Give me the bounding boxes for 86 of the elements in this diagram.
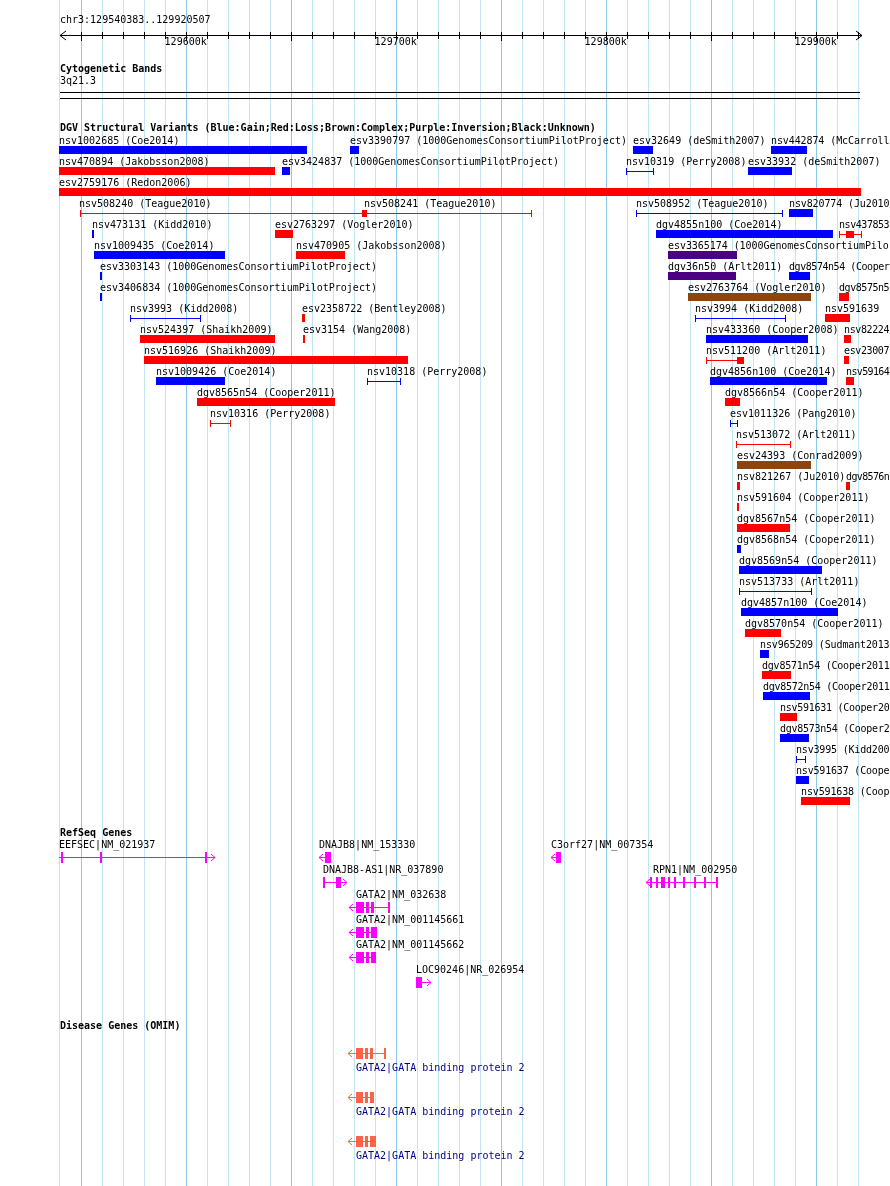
variant-label: nsv470894 (Jakobsson2008) bbox=[59, 156, 210, 167]
variant-label: dgv8567n54 (Cooper2011) bbox=[737, 513, 876, 524]
variant-label: dgv4857n100 (Coe2014) bbox=[741, 597, 868, 608]
variant-label: nsv437853 bbox=[839, 219, 890, 230]
variant-label: nsv82224 bbox=[844, 324, 890, 335]
disease-gene-label: GATA2|GATA binding protein 2 bbox=[356, 1062, 525, 1073]
tick-label: 129600k bbox=[164, 36, 207, 47]
disease-gene-label: GATA2|GATA binding protein 2 bbox=[356, 1150, 525, 1161]
variant-label: nsv442874 (McCarroll bbox=[771, 135, 890, 146]
variant-label: nsv10316 (Perry2008) bbox=[210, 408, 331, 419]
variant-label: nsv820774 (Ju2010 bbox=[789, 198, 890, 209]
variant-label: nsv10318 (Perry2008) bbox=[367, 366, 488, 377]
variant-label: dgv8569n54 (Cooper2011) bbox=[739, 555, 878, 566]
variant-label: esv2763764 (Vogler2010) bbox=[688, 282, 827, 293]
variant-label: nsv524397 (Shaikh2009) bbox=[140, 324, 273, 335]
variant-label: nsv3995 (Kidd200 bbox=[796, 744, 890, 755]
variant-label: nsv473131 (Kidd2010) bbox=[92, 219, 213, 230]
variant-label: nsv513072 (Arlt2011) bbox=[736, 429, 857, 440]
variant-label: dgv8565n54 (Cooper2011) bbox=[197, 387, 336, 398]
track-heading: Disease Genes (OMIM) bbox=[60, 1020, 181, 1031]
variant-label: nsv821267 (Ju2010) bbox=[737, 471, 846, 482]
variant-label: esv3424837 (1000GenomesConsortiumPilotProject) bbox=[282, 156, 559, 167]
variant-label: esv2358722 (Bentley2008) bbox=[302, 303, 447, 314]
variant-label: nsv591631 (Cooper20 bbox=[780, 702, 890, 713]
variant-label: esv3365174 (1000GenomesConsortiumPilo bbox=[668, 240, 889, 251]
gene-label: GATA2|NM_001145661 bbox=[356, 914, 465, 925]
gene-label: DNAJB8-AS1|NR_037890 bbox=[323, 864, 444, 875]
variant-label: nsv591604 (Cooper2011) bbox=[737, 492, 870, 503]
track-heading: DGV Structural Variants (Blue:Gain;Red:Loss;Brown:Complex;Purple:Inversion;Black:Unknown) bbox=[60, 122, 596, 133]
variant-label: dgv8566n54 (Cooper2011) bbox=[725, 387, 864, 398]
tick-label: 129900k bbox=[794, 36, 837, 47]
variant-label: esv3303143 (1000GenomesConsortiumPilotProject) bbox=[100, 261, 377, 272]
variant-label: esv2759176 (Redon2006) bbox=[59, 177, 192, 188]
variant-label: dgv4855n100 (Coe2014) bbox=[656, 219, 783, 230]
variant-label: nsv3993 (Kidd2008) bbox=[130, 303, 239, 314]
variant-label: esv32649 (deSmith2007) bbox=[633, 135, 766, 146]
band-label: 3q21.3 bbox=[60, 75, 97, 86]
variant-label: nsv1009426 (Coe2014) bbox=[156, 366, 277, 377]
tick-label: 129700k bbox=[374, 36, 417, 47]
gene-label: DNAJB8|NM_153330 bbox=[319, 839, 416, 850]
variant-label: nsv516926 (Shaikh2009) bbox=[144, 345, 277, 356]
variant-label: nsv3994 (Kidd2008) bbox=[695, 303, 804, 314]
gene-label: LOC90246|NR_026954 bbox=[416, 964, 525, 975]
track-heading: RefSeq Genes bbox=[60, 827, 133, 838]
gene-label: RPN1|NM_002950 bbox=[653, 864, 738, 875]
variant-label: dgv8570n54 (Cooper2011) bbox=[745, 618, 884, 629]
variant-label: nsv59164 bbox=[846, 366, 890, 377]
variant-label: nsv433360 (Cooper2008) bbox=[706, 324, 839, 335]
variant-label: dgv8575n5 bbox=[839, 282, 890, 293]
variant-label: esv24393 (Conrad2009) bbox=[737, 450, 864, 461]
variant-label: esv3390797 (1000GenomesConsortiumPilotProject) bbox=[350, 135, 627, 146]
variant-label: dgv8572n54 (Cooper2011 bbox=[763, 681, 890, 692]
variant-label: nsv965209 (Sudmant2013 bbox=[760, 639, 890, 650]
variant-label: nsv10319 (Perry2008) bbox=[626, 156, 747, 167]
variant-label: nsv591637 (Coope bbox=[796, 765, 890, 776]
variant-label: nsv1009435 (Coe2014) bbox=[94, 240, 215, 251]
gene-label: C3orf27|NM_007354 bbox=[551, 839, 654, 850]
variant-label: nsv508241 (Teague2010) bbox=[364, 198, 497, 209]
disease-gene-label: GATA2|GATA binding protein 2 bbox=[356, 1106, 525, 1117]
variant-label: esv3406834 (1000GenomesConsortiumPilotProject) bbox=[100, 282, 377, 293]
variant-label: nsv1002685 (Coe2014) bbox=[59, 135, 180, 146]
variant-label: dgv8573n54 (Cooper2 bbox=[780, 723, 890, 734]
variant-label: dgv8571n54 (Cooper2011 bbox=[762, 660, 890, 671]
variant-label: nsv513733 (Arlt2011) bbox=[739, 576, 860, 587]
gene-label: EEFSEC|NM_021937 bbox=[59, 839, 156, 850]
variant-label: dgv4856n100 (Coe2014) bbox=[710, 366, 837, 377]
variant-label: nsv508240 (Teague2010) bbox=[79, 198, 212, 209]
variant-label: dgv8574n54 (Cooper bbox=[789, 261, 890, 272]
tick-label: 129800k bbox=[584, 36, 627, 47]
variant-label: esv3154 (Wang2008) bbox=[303, 324, 412, 335]
variant-label: dgv8568n54 (Cooper2011) bbox=[737, 534, 876, 545]
variant-label: nsv591639 bbox=[825, 303, 880, 314]
variant-label: esv2763297 (Vogler2010) bbox=[275, 219, 414, 230]
variant-label: esv23007 bbox=[844, 345, 890, 356]
variant-label: nsv470905 (Jakobsson2008) bbox=[296, 240, 447, 251]
variant-label: dgv36n50 (Arlt2011) bbox=[668, 261, 783, 272]
variant-label: esv33932 (deSmith2007) bbox=[748, 156, 881, 167]
variant-label: nsv508952 (Teague2010) bbox=[636, 198, 769, 209]
variant-label: nsv591638 (Coop bbox=[801, 786, 890, 797]
gene-label: GATA2|NM_032638 bbox=[356, 889, 447, 900]
variant-label: esv1011326 (Pang2010) bbox=[730, 408, 857, 419]
location-label: chr3:129540383..129920507 bbox=[60, 14, 211, 25]
track-heading: Cytogenetic Bands bbox=[60, 63, 163, 74]
variant-label: dgv8576n bbox=[846, 471, 890, 482]
variant-label: nsv511200 (Arlt2011) bbox=[706, 345, 827, 356]
gene-label: GATA2|NM_001145662 bbox=[356, 939, 465, 950]
